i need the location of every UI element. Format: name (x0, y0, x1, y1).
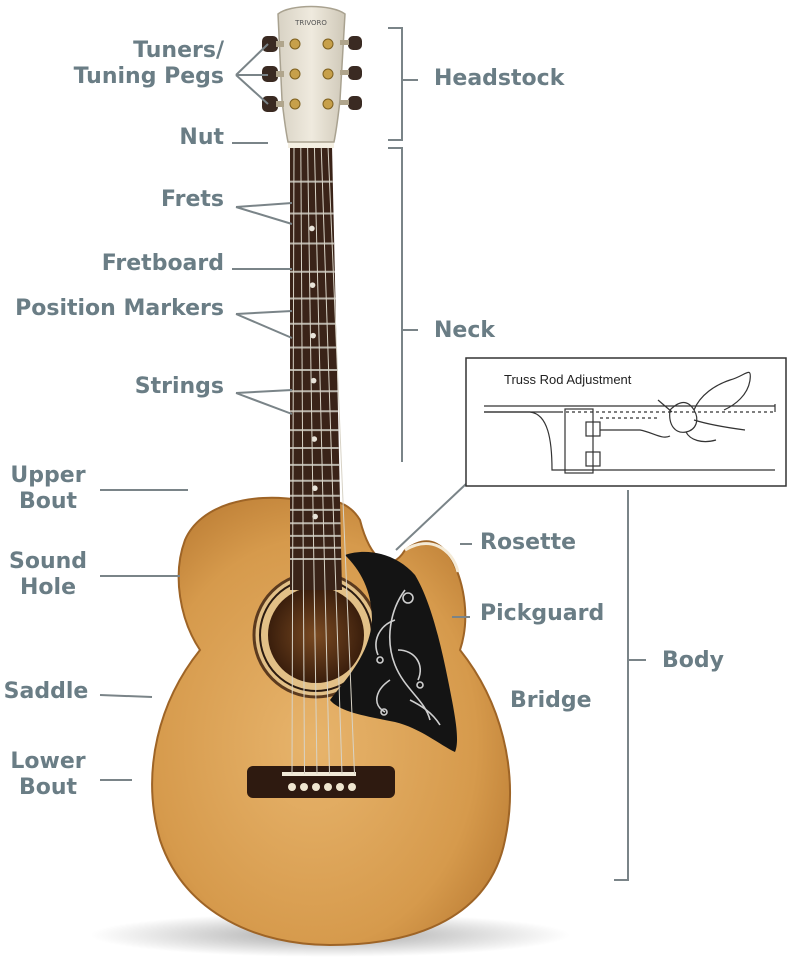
string (291, 145, 295, 775)
label-tuners-line1: Tuners/ (133, 38, 224, 63)
label-sound-hole-line2: Hole (20, 575, 76, 600)
saddle (282, 772, 356, 776)
label-lower-bout-line1: Lower (10, 749, 86, 774)
tuners-left (262, 36, 284, 112)
label-tuners: Tuners/ Tuning Pegs (60, 38, 224, 90)
label-sound-hole-line1: Sound (8, 549, 88, 574)
inset-title: Truss Rod Adjustment (504, 372, 632, 387)
position-marker (310, 377, 317, 384)
label-headstock: Headstock (434, 66, 565, 91)
truss-rod-inset (465, 357, 787, 487)
string (300, 145, 305, 775)
frets (290, 180, 342, 561)
position-markers (309, 225, 318, 520)
peg-posts (289, 38, 334, 110)
label-neck: Neck (434, 318, 496, 343)
bridge-pins (288, 783, 356, 791)
label-frets: Frets (160, 187, 224, 212)
label-body: Body (662, 648, 724, 673)
string (320, 145, 343, 775)
label-strings: Strings (134, 374, 224, 399)
label-saddle: Saddle (3, 679, 89, 704)
label-pickguard: Pickguard (480, 601, 605, 626)
inset-drawing (484, 371, 776, 474)
label-bridge: Bridge (510, 688, 592, 713)
string (313, 145, 330, 775)
inset-frame (465, 357, 787, 487)
tuners-right (340, 36, 362, 110)
strings (291, 145, 355, 775)
label-fretboard: Fretboard (101, 251, 224, 276)
label-upper-bout-line1: Upper (10, 463, 86, 488)
binding (404, 542, 460, 573)
position-marker (311, 436, 318, 442)
label-upper-bout-line2: Bout (18, 489, 78, 514)
leader-lines (99, 27, 646, 881)
position-marker (312, 513, 318, 520)
label-rosette: Rosette (480, 530, 577, 555)
label-upper-bout: Upper Bout (2, 463, 94, 515)
label-nut: Nut (179, 125, 224, 150)
position-marker (310, 332, 316, 339)
headstock-logo: TRIVORO (294, 19, 327, 27)
position-marker (312, 485, 318, 492)
string (327, 145, 355, 775)
position-marker (309, 282, 316, 288)
string (307, 145, 318, 775)
label-position-markers: Position Markers (15, 296, 224, 321)
label-tuners-line2: Tuning Pegs (73, 64, 224, 89)
label-lower-bout-line2: Bout (18, 775, 78, 800)
pickguard (330, 551, 458, 752)
label-sound-hole: Sound Hole (2, 549, 94, 601)
pickguard-inlay (375, 589, 441, 726)
position-marker (309, 225, 315, 232)
label-lower-bout: Lower Bout (2, 749, 94, 801)
bridge (247, 766, 395, 798)
nut (288, 142, 334, 148)
